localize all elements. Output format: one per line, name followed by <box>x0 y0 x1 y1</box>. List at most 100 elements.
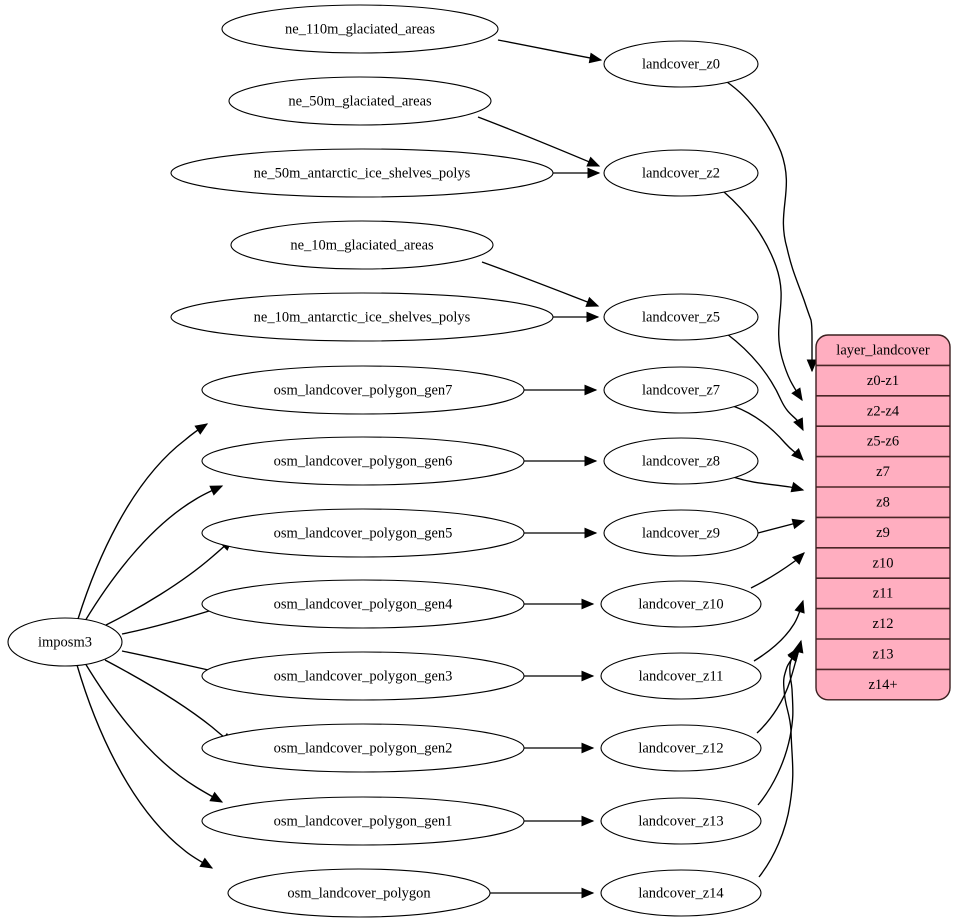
edge-imposm3-to-osm_landcover_polygon <box>76 664 214 869</box>
arrow-head-icon <box>584 527 598 539</box>
edge-line <box>477 116 600 167</box>
arrow-head-icon <box>791 518 806 530</box>
row-label: z0-z1 <box>867 373 899 389</box>
source-table-node-ne_10m_glaciated_areas[interactable]: ne_10m_glaciated_areas <box>230 220 494 270</box>
source-table-node-osm_landcover_polygon_gen4[interactable]: osm_landcover_polygon_gen4 <box>201 579 525 629</box>
arrow-head-icon <box>791 387 803 402</box>
source-table-node-ne_10m_antarctic_ice_shelves_polys[interactable]: ne_10m_antarctic_ice_shelves_polys <box>170 292 554 342</box>
arrow-head-icon <box>581 670 595 682</box>
edge-landcover_z11-to-layer_landcover.z11 <box>753 599 805 662</box>
edge-osm_landcover_polygon_gen6-to-landcover_z8 <box>524 455 598 467</box>
arrow-head-icon <box>585 296 600 307</box>
row-label: z14+ <box>868 677 897 693</box>
node-shape <box>7 617 123 667</box>
zoom-node-landcover_z12[interactable]: landcover_z12 <box>600 724 762 772</box>
table-row-z13[interactable]: z13 <box>816 638 950 670</box>
edge-line <box>758 649 800 878</box>
source-table-node-ne_50m_glaciated_areas[interactable]: ne_50m_glaciated_areas <box>228 76 492 126</box>
source-node-imposm3[interactable]: imposm3 <box>7 617 123 667</box>
source-table-node-osm_landcover_polygon_gen5[interactable]: osm_landcover_polygon_gen5 <box>201 508 525 558</box>
arrow-head-icon <box>199 857 214 869</box>
source-table-node-osm_landcover_polygon_gen2[interactable]: osm_landcover_polygon_gen2 <box>201 723 525 773</box>
table-row-z14+[interactable]: z14+ <box>816 668 950 700</box>
edge-line <box>726 333 804 431</box>
table-row-z0-z1[interactable]: z0-z1 <box>816 364 950 396</box>
edge-ne_110m_glaciated_areas-to-landcover_z0 <box>497 39 603 64</box>
node-shape <box>227 868 491 918</box>
nodes-layer: imposm3 ne_110m_glaciated_areas ne_50m_gla… <box>7 4 762 918</box>
table-row-z9[interactable]: z9 <box>816 516 950 548</box>
node-shape <box>221 4 499 54</box>
arrow-head-icon <box>587 167 601 179</box>
table-row-z5-z6[interactable]: z5-z6 <box>816 425 950 457</box>
arrow-head-icon <box>209 791 224 803</box>
zoom-node-landcover_z14[interactable]: landcover_z14 <box>600 869 762 917</box>
node-shape <box>170 292 554 342</box>
node-label: imposm3 <box>38 634 92 650</box>
zoom-node-landcover_z13[interactable]: landcover_z13 <box>600 797 762 845</box>
table-row-z11[interactable]: z11 <box>816 577 950 609</box>
zoom-node-landcover_z2[interactable]: landcover_z2 <box>603 149 759 197</box>
node-shape <box>201 796 525 846</box>
node-label: ne_10m_antarctic_ice_shelves_polys <box>254 309 471 325</box>
row-label: z8 <box>876 495 890 511</box>
arrow-head-icon <box>806 359 818 373</box>
node-shape <box>600 724 762 772</box>
edge-ne_10m_glaciated_areas-to-landcover_z5 <box>481 261 600 307</box>
source-table-node-osm_landcover_polygon_gen6[interactable]: osm_landcover_polygon_gen6 <box>201 436 525 486</box>
node-label: osm_landcover_polygon_gen6 <box>274 453 453 469</box>
node-label: landcover_z10 <box>638 596 723 612</box>
source-table-node-osm_landcover_polygon_gen1[interactable]: osm_landcover_polygon_gen1 <box>201 796 525 846</box>
table-row-z8[interactable]: z8 <box>816 486 950 518</box>
table-row-z7[interactable]: z7 <box>816 455 950 487</box>
arrow-head-icon <box>794 599 805 614</box>
source-table-node-osm_landcover_polygon[interactable]: osm_landcover_polygon <box>227 868 491 918</box>
zoom-node-landcover_z9[interactable]: landcover_z9 <box>603 509 759 557</box>
edge-line <box>84 662 223 803</box>
arrow-head-icon <box>791 552 805 565</box>
table-header-row[interactable]: layer_landcover <box>816 335 950 366</box>
edge-osm_landcover_polygon_gen7-to-landcover_z7 <box>524 384 598 396</box>
zoom-node-landcover_z11[interactable]: landcover_z11 <box>600 652 762 700</box>
source-table-node-osm_landcover_polygon_gen7[interactable]: osm_landcover_polygon_gen7 <box>201 365 525 415</box>
node-label: landcover_z14 <box>638 885 724 901</box>
table-row-z12[interactable]: z12 <box>816 607 950 639</box>
arrow-head-icon <box>581 815 595 827</box>
zoom-node-landcover_z5[interactable]: landcover_z5 <box>603 293 759 341</box>
arrow-head-icon <box>586 156 601 167</box>
edge-landcover_z8-to-layer_landcover.z8 <box>732 476 805 493</box>
row-background <box>816 547 950 579</box>
row-background <box>816 669 950 700</box>
edge-ne_10m_antarctic_ice_shelves_polys-to-landcover_z5 <box>553 311 600 323</box>
edge-imposm3-to-osm_landcover_polygon_gen7 <box>77 423 209 620</box>
edge-landcover_z10-to-layer_landcover.z10 <box>750 552 805 589</box>
node-shape <box>603 366 759 414</box>
edge-ne_50m_glaciated_areas-to-landcover_z2 <box>477 116 601 167</box>
node-shape <box>170 148 554 198</box>
row-label: z11 <box>873 586 893 602</box>
arrow-head-icon <box>790 481 805 493</box>
edge-osm_landcover_polygon_gen4-to-landcover_z10 <box>524 598 595 610</box>
row-background <box>816 608 950 639</box>
node-label: landcover_z13 <box>638 813 723 829</box>
source-table-node-osm_landcover_polygon_gen3[interactable]: osm_landcover_polygon_gen3 <box>201 651 525 701</box>
table-row-z10[interactable]: z10 <box>816 546 950 579</box>
zoom-node-landcover_z8[interactable]: landcover_z8 <box>603 437 759 485</box>
row-label: z10 <box>873 555 894 571</box>
table-outline <box>815 334 951 701</box>
node-label: ne_110m_glaciated_areas <box>285 21 435 37</box>
table-row-z2-z4[interactable]: z2-z4 <box>816 394 950 427</box>
node-label: osm_landcover_polygon_gen4 <box>274 596 454 612</box>
zoom-node-landcover_z7[interactable]: landcover_z7 <box>603 366 759 414</box>
node-label: landcover_z12 <box>638 740 723 756</box>
edge-ne_50m_antarctic_ice_shelves_polys-to-landcover_z2 <box>553 167 601 179</box>
edge-osm_landcover_polygon_gen1-to-landcover_z13 <box>524 815 595 827</box>
row-label: z9 <box>876 525 890 541</box>
source-table-node-ne_110m_glaciated_areas[interactable]: ne_110m_glaciated_areas <box>221 4 499 54</box>
edge-imposm3-to-osm_landcover_polygon_gen6 <box>84 485 224 622</box>
zoom-node-landcover_z0[interactable]: landcover_z0 <box>603 40 759 88</box>
table-title-label: layer_landcover <box>836 343 930 359</box>
zoom-node-landcover_z10[interactable]: landcover_z10 <box>600 580 762 628</box>
source-table-node-ne_50m_antarctic_ice_shelves_polys[interactable]: ne_50m_antarctic_ice_shelves_polys <box>170 148 554 198</box>
